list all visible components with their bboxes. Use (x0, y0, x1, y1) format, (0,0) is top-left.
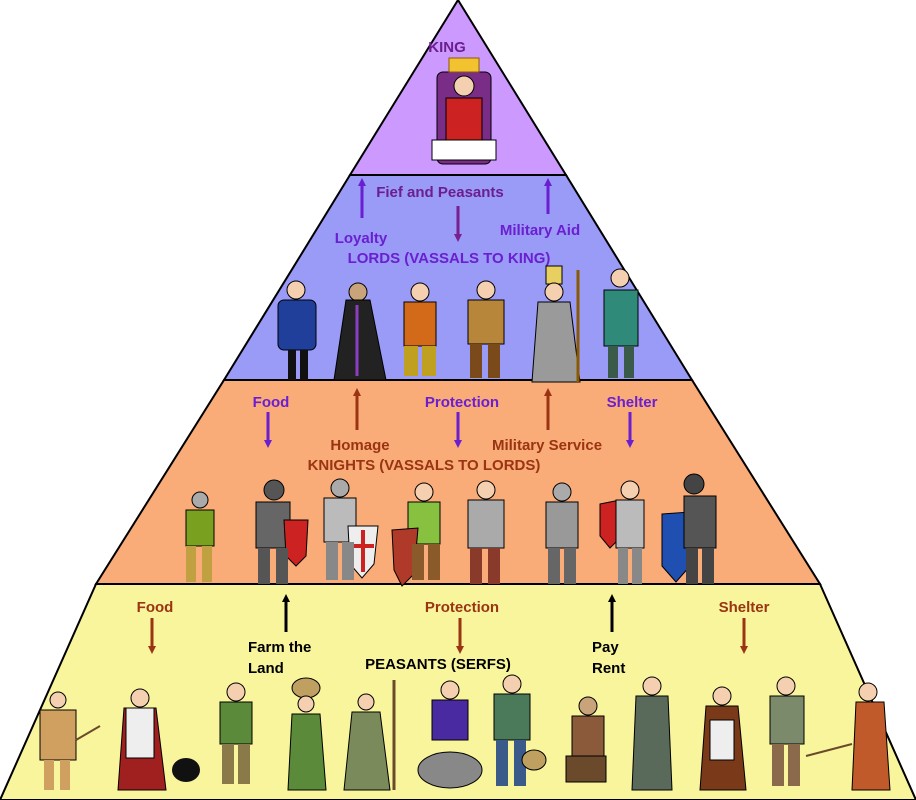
bishop-figure-icon (531, 265, 581, 383)
peasant-figure-icon (565, 696, 607, 783)
lord-figure-icon (277, 280, 317, 380)
farm-line-2: Land (248, 660, 284, 677)
knight-figure-icon (185, 491, 215, 582)
knights-military-service-label: Military Service (492, 437, 602, 454)
peasants-protection-label: Protection (425, 599, 499, 616)
rent-line-1: Pay (592, 639, 619, 656)
lords-title: LORDS (VASSALS TO KING) (348, 250, 551, 267)
knights-homage-label: Homage (330, 437, 389, 454)
knight-figures (185, 473, 717, 587)
knights-food-label: Food (253, 394, 290, 411)
knight-figure-icon (545, 482, 579, 584)
peasant-figure-icon (117, 688, 200, 791)
lord-figure-icon (603, 268, 639, 378)
lord-figure-icon (403, 282, 437, 376)
peasant-figure-icon (39, 691, 101, 790)
peasant-figure-icon (219, 682, 253, 784)
peasant-figure-icon (769, 676, 805, 786)
king-figure-icon (431, 57, 497, 165)
peasant-figure-icon (493, 674, 547, 786)
farm-line-1: Farm the (248, 639, 311, 656)
rent-line-2: Rent (592, 660, 625, 677)
knight-figure-icon (599, 480, 645, 584)
lord-figures (277, 265, 639, 383)
peasant-figure-icon (699, 686, 747, 791)
peasant-figure-icon (805, 682, 891, 791)
knight-figure-icon (255, 479, 309, 584)
peasant-figure-icon (631, 676, 673, 791)
peasants-title: PEASANTS (SERFS) (365, 656, 511, 673)
lords-loyalty-label: Loyalty (335, 230, 388, 247)
knights-title: KNIGHTS (VASSALS TO LORDS) (308, 457, 541, 474)
lords-military-aid-label: Military Aid (500, 222, 580, 239)
knight-figure-icon (467, 480, 505, 584)
knights-shelter-label: Shelter (607, 394, 658, 411)
peasant-figures (39, 674, 891, 791)
peasants-rent-label: Pay Rent (592, 639, 625, 677)
king-title: KING (428, 39, 466, 56)
peasants-farm-label: Farm the Land (248, 639, 316, 677)
peasant-figure-icon (287, 677, 327, 791)
knight-figure-icon (323, 478, 379, 580)
knight-figure-icon (391, 482, 441, 587)
peasant-figure-icon (417, 680, 483, 789)
peasants-shelter-label: Shelter (719, 599, 770, 616)
knights-protection-label: Protection (425, 394, 499, 411)
lords-fief-label: Fief and Peasants (376, 184, 504, 201)
peasants-food-label: Food (137, 599, 174, 616)
monk-figure-icon (343, 680, 396, 791)
knight-figure-icon (661, 473, 717, 584)
lord-figure-icon (333, 282, 387, 381)
lord-figure-icon (467, 280, 505, 378)
